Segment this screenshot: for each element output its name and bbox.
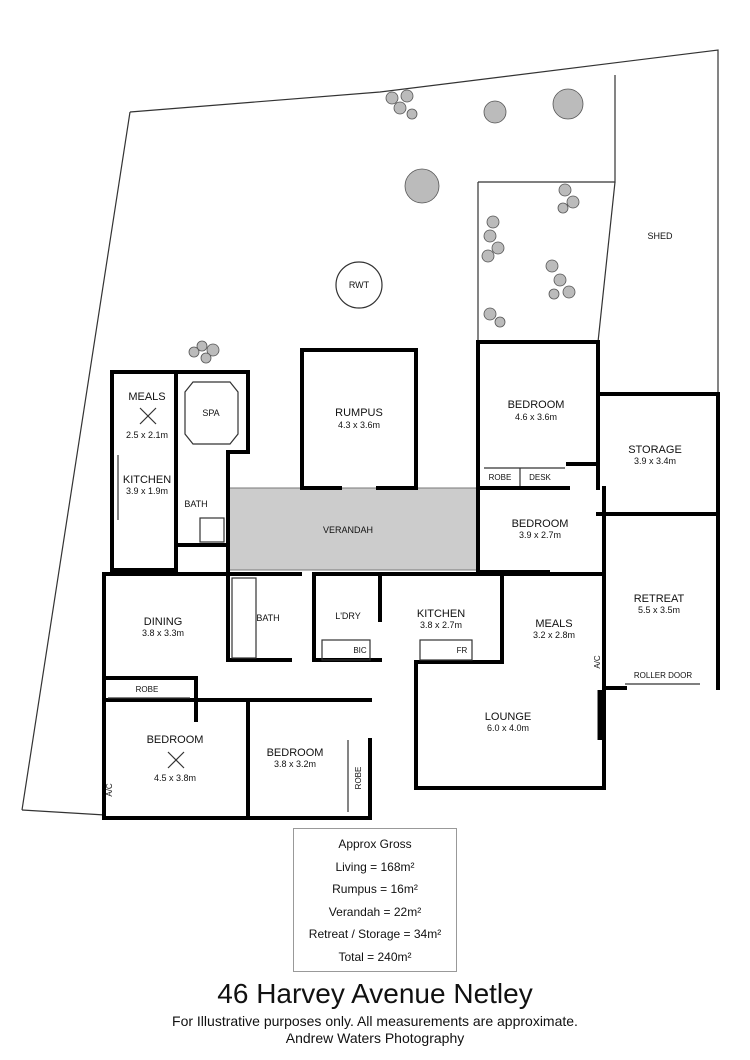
ceiling-fan-icon (167, 751, 185, 769)
ac-bed-label: A/C (105, 783, 114, 797)
credit-text: Andrew Waters Photography (285, 1030, 465, 1046)
verandah-label: VERANDAH (323, 525, 373, 535)
ac-meals-label: A/C (593, 655, 602, 669)
lounge-dim: 6.0 x 4.0m (487, 723, 529, 733)
storage-label: STORAGE (628, 444, 682, 456)
rwt-label: RWT (349, 280, 370, 290)
roller-door-label: ROLLER DOOR (634, 671, 692, 680)
disclaimer-text: For Illustrative purposes only. All meas… (172, 1013, 578, 1029)
area-retreat-storage: Retreat / Storage = 34m² (308, 927, 442, 941)
area-rumpus: Rumpus = 16m² (332, 882, 418, 896)
bath-north-label: BATH (184, 499, 207, 509)
bedroom-s-dim: 3.8 x 3.2m (274, 759, 316, 769)
ldry-label: L'DRY (335, 611, 361, 621)
meals-west-dim: 2.5 x 2.1m (126, 430, 168, 440)
spa-label: SPA (202, 408, 219, 418)
bedroom-ne-dim: 4.6 x 3.6m (515, 412, 557, 422)
bedroom-sw-label: BEDROOM (147, 734, 204, 746)
area-heading: Approx Gross (338, 837, 412, 851)
tree-icon (483, 307, 506, 328)
tree-icon (188, 340, 220, 364)
tree-icon (552, 88, 584, 120)
meals-main-label: MEALS (535, 618, 572, 630)
tree-icon (545, 259, 576, 300)
bedroom-ne-label: BEDROOM (508, 399, 565, 411)
area-summary: Approx Gross Living = 168m² Rumpus = 16m… (293, 828, 457, 972)
rumpus-walls (300, 348, 418, 490)
shed-label: SHED (647, 231, 673, 241)
site-boundary (129, 49, 719, 688)
ceiling-fan-icon (139, 407, 157, 425)
rainwater-tank (335, 261, 383, 309)
garden-bed (478, 75, 616, 183)
main-house-walls (102, 572, 606, 820)
dining-label: DINING (144, 616, 183, 628)
meals-west-label: MEALS (128, 391, 165, 403)
bedroom-s-label: BEDROOM (267, 747, 324, 759)
retreat-label: RETREAT (634, 593, 685, 605)
rumpus-dim: 4.3 x 3.6m (338, 420, 380, 430)
storage-retreat-walls (596, 392, 720, 690)
kitchen-west-label: KITCHEN (123, 474, 171, 486)
bic-label: BIC (353, 646, 367, 655)
kitchen-main-dim: 3.8 x 2.7m (420, 620, 462, 630)
dining-dim: 3.8 x 3.3m (142, 628, 184, 638)
bedroom-e-dim: 3.9 x 2.7m (519, 530, 561, 540)
tree-icon (483, 100, 507, 124)
retreat-dim: 5.5 x 3.5m (638, 605, 680, 615)
area-verandah: Verandah = 22m² (328, 904, 422, 919)
kitchen-west-dim: 3.9 x 1.9m (126, 486, 168, 496)
robe-s-label: ROBE (354, 767, 363, 790)
storage-dim: 3.9 x 3.4m (634, 456, 676, 466)
robe-sw-label: ROBE (136, 685, 159, 694)
spa-icon (184, 381, 239, 445)
rumpus-label: RUMPUS (335, 407, 383, 419)
area-total: Total = 240m² (338, 949, 412, 964)
area-living: Living = 168m² (335, 859, 415, 874)
tree-icon (481, 215, 505, 263)
fr-label: FR (457, 646, 468, 655)
bath-south-label: BATH (256, 613, 279, 623)
kitchen-main-label: KITCHEN (417, 608, 465, 620)
property-title: 46 Harvey Avenue Netley (217, 978, 533, 1009)
west-wing-walls (110, 370, 250, 574)
desk-label: DESK (529, 473, 551, 482)
robe-ne-label: ROBE (489, 473, 512, 482)
bedroom-sw-dim: 4.5 x 3.8m (154, 773, 196, 783)
tree-icon (404, 168, 440, 204)
lounge-label: LOUNGE (485, 711, 531, 723)
tree-icon (557, 183, 580, 214)
meals-main-dim: 3.2 x 2.8m (533, 630, 575, 640)
bedroom-e-label: BEDROOM (512, 518, 569, 530)
tree-icon (385, 89, 418, 120)
